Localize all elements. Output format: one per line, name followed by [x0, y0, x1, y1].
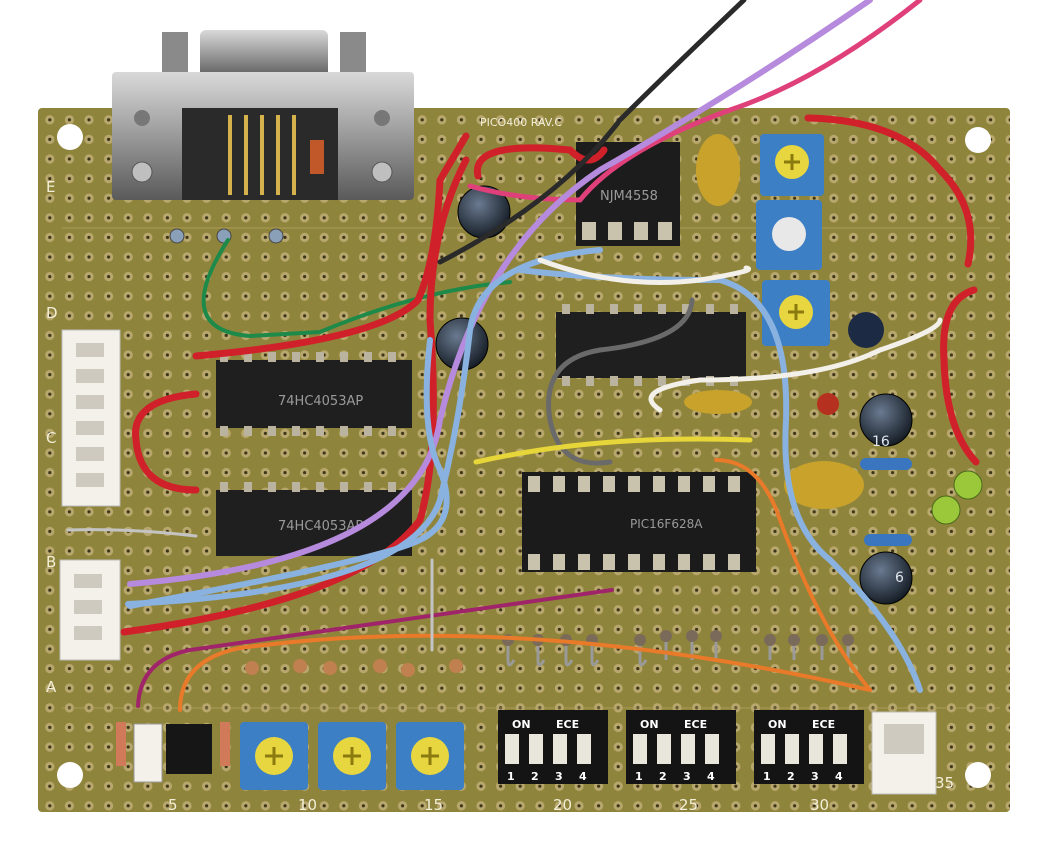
dip-switch-2-pos-4: 4: [707, 770, 715, 783]
wire-red-loop-left: [132, 390, 200, 494]
chip-upper-left-marking: 74HC4053AP: [278, 394, 363, 409]
silkscreen-labels: PICO400 RAV.C E D C B A 5 10 15 20 25 30…: [46, 116, 954, 814]
dip-switch-3-pos-4: 4: [835, 770, 843, 783]
wire-white-1: [537, 257, 752, 285]
column-number-10: 10: [298, 796, 317, 814]
wire-blue-3: [127, 337, 450, 609]
wire-magenta: [136, 588, 614, 708]
dip-switch-1-pos-3: 3: [555, 770, 563, 783]
dip-switch-2: ON ECE 1 2 3 4: [626, 710, 736, 784]
wire-red-top: [473, 144, 608, 180]
column-number-25: 25: [679, 796, 698, 814]
wire-gray: [546, 297, 695, 466]
chip-upper-left: 74HC4053AP: [216, 352, 412, 436]
chip-pic-microcontroller: PIC16F628A: [522, 472, 756, 572]
row-label-a: A: [46, 678, 57, 696]
electrolytic-capacitor-lower-right: 6: [859, 551, 913, 605]
wire-red-main: [192, 132, 470, 360]
header-connector-2pin: [871, 711, 937, 795]
chip-center-right: [556, 304, 746, 386]
dip-switch-3-on-label: ON: [768, 718, 787, 731]
dip-switch-3-pos-1: 1: [763, 770, 771, 783]
column-number-30: 30: [810, 796, 829, 814]
row-label-b: B: [46, 553, 56, 571]
dip-switch-2-pos-3: 3: [683, 770, 691, 783]
capacitor-mark-6: 6: [895, 570, 904, 586]
dip-switch-2-brand-label: ECE: [684, 718, 707, 731]
trimmer-pot-top-1: [760, 134, 824, 196]
header-connector-3pin: [59, 559, 121, 661]
column-number-35: 35: [935, 774, 954, 792]
wire-orange-1: [178, 633, 872, 712]
wire-white-2: [648, 317, 943, 413]
column-number-20: 20: [553, 796, 572, 814]
dip-switch-2-on-label: ON: [640, 718, 659, 731]
column-number-15: 15: [424, 796, 443, 814]
chip-pic-marking: PIC16F628A: [630, 517, 703, 531]
bottom-left-parts: [116, 722, 230, 783]
dip-switch-1: ON ECE 1 2 3 4: [498, 710, 608, 784]
wire-red-right: [804, 114, 975, 268]
dip-switch-3-brand-label: ECE: [812, 718, 835, 731]
wire-blue-2: [517, 267, 923, 693]
wire-blue-1: [125, 247, 603, 607]
wire-yellow: [473, 436, 753, 465]
column-number-5: 5: [168, 796, 178, 814]
row-label-c: C: [46, 429, 56, 447]
board-version-label: PICO400 RAV.C: [480, 116, 562, 129]
trimmer-pot-bottom-1: [240, 722, 308, 790]
trimmer-pot-bottom-2: [318, 722, 386, 790]
dip-switch-2-pos-1: 1: [635, 770, 643, 783]
dip-switch-1-on-label: ON: [512, 718, 531, 731]
pin-posts: [169, 228, 284, 244]
trimmer-pot-top-2: [756, 200, 822, 270]
dip-switch-3-pos-3: 3: [811, 770, 819, 783]
dip-switch-1-pos-1: 1: [507, 770, 515, 783]
electrolytic-capacitor-right: 16: [859, 393, 913, 450]
wire-red-long: [120, 156, 470, 636]
dip-switch-3: ON ECE 1 2 3 4: [754, 710, 864, 784]
dip-switch-2-pos-2: 2: [659, 770, 667, 783]
chip-dip8-marking: NJM4558: [600, 189, 658, 204]
wire-bare-1: [66, 528, 198, 538]
trimmer-pot-top-3: [762, 280, 830, 346]
db9-connector: [112, 30, 414, 200]
wire-red-right-loop: [940, 286, 980, 466]
wire-orange-2: [714, 458, 872, 692]
tantalum-capacitors: [684, 134, 983, 546]
row-label-e: E: [46, 178, 55, 196]
chip-lower-left-marking: 74HC4053AP: [278, 519, 363, 534]
header-connector-6pin: [61, 329, 121, 507]
dip-switch-3-pos-2: 2: [787, 770, 795, 783]
wire-black: [437, 0, 747, 265]
wire-green: [201, 238, 512, 339]
trimmer-pot-bottom-3: [396, 722, 464, 790]
dip-switch-1-brand-label: ECE: [556, 718, 579, 731]
jumper-wires: [66, 0, 980, 712]
capacitor-mark-16: 16: [872, 434, 890, 450]
wire-pink: [467, 0, 923, 203]
row-label-d: D: [46, 304, 58, 322]
dip-switch-1-pos-4: 4: [579, 770, 587, 783]
dip-switch-1-pos-2: 2: [531, 770, 539, 783]
